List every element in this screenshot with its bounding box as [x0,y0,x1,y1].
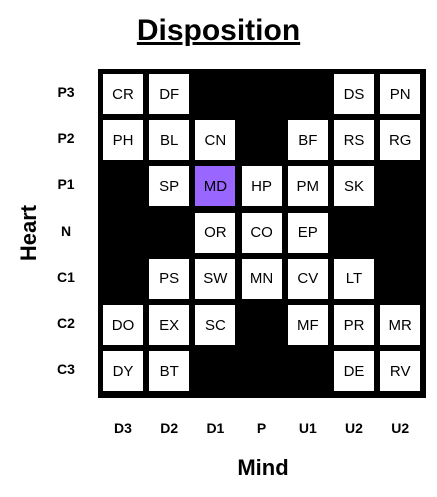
grid-cell-rv: RV [380,351,421,392]
column-label-1: D2 [160,420,179,436]
column-label-0: D3 [114,420,132,436]
column-label-6: U2 [391,420,410,436]
column-label-2: D1 [206,420,225,436]
diagram-title: Disposition [136,14,301,47]
grid-cell-hp: HP [241,166,282,207]
grid-cell-dy: DY [103,351,143,392]
grid-cell-pm: PM [287,166,328,207]
grid-cell-mn: MN [241,258,282,299]
column-label-4: U1 [298,420,317,436]
grid-cell-or: OR [195,212,236,253]
grid-cell-cn: CN [195,120,236,161]
grid-cell-rs: RS [334,120,374,161]
grid-cell-ep: EP [287,212,328,253]
row-label-c3: C3 [57,361,75,378]
row-label-c1: C1 [57,268,75,285]
grid-cell-pr: PR [334,305,374,345]
row-label-c2: C2 [57,315,75,331]
grid-cell-bf: BF [287,120,328,161]
grid-cell-de: DE [334,351,374,392]
grid-cell-sp: SP [149,166,190,207]
grid-cell-mf: MF [287,305,328,345]
grid-cell-ps: PS [149,258,190,299]
grid-cell-ph: PH [103,120,143,161]
row-label-n: N [60,222,72,239]
grid-cell-lt: LT [334,258,374,299]
column-label-3: P [256,420,267,436]
grid-cell-sc: SC [195,305,236,345]
grid-cell-bt: BT [149,351,190,392]
heart-axis-title: Heart [16,204,41,262]
grid-cell-pn: PN [380,74,421,114]
grid-cell-df: DF [149,74,190,114]
mind-axis-title: Mind [237,455,289,480]
grid-cell-cv: CV [287,258,328,299]
grid-cell-md: MD [195,166,236,207]
row-label-p3: P3 [57,84,75,100]
grid-cell-cr: CR [103,74,143,114]
grid-cell-co: CO [241,212,282,253]
grid-cell-ds: DS [334,74,374,114]
grid-cell-ex: EX [149,305,190,345]
column-label-5: U2 [345,420,363,436]
row-label-p1: P1 [57,176,75,193]
grid-cell-mr: MR [380,305,421,345]
grid-cell-do: DO [103,305,143,345]
grid-cell-sw: SW [195,258,236,299]
grid-cell-sk: SK [334,166,374,207]
grid-cell-rg: RG [380,120,421,161]
grid-cell-bl: BL [149,120,190,161]
row-label-p2: P2 [57,130,75,147]
